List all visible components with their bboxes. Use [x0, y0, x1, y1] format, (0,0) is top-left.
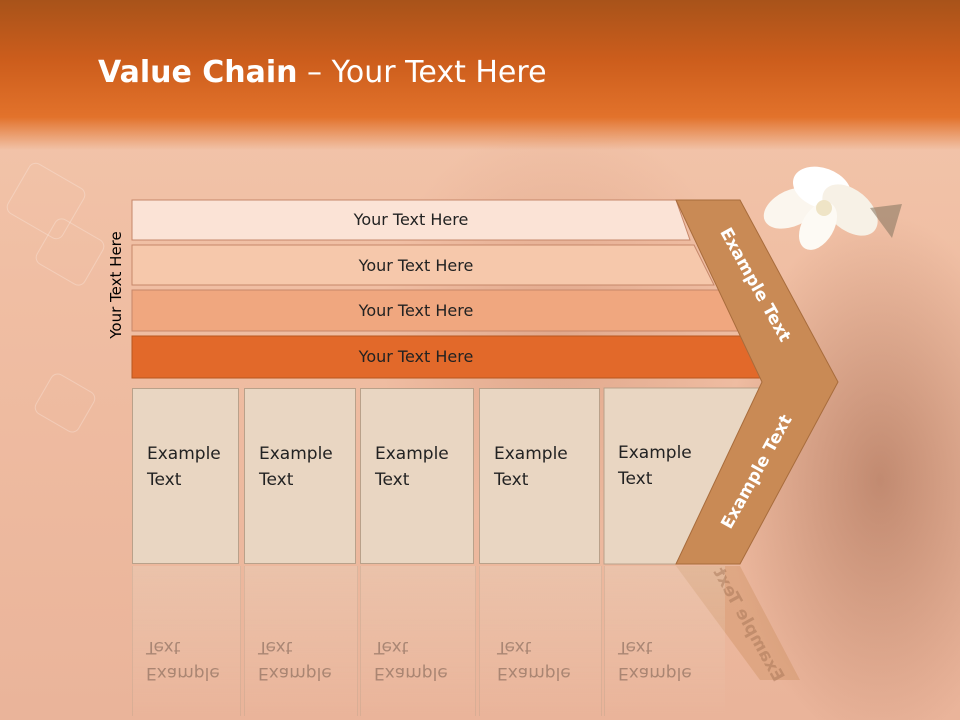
reflection-3-line2: Text [374, 637, 409, 657]
value-bar-1: Your Text Here [132, 200, 690, 239]
box-4-line1: Example [494, 444, 568, 464]
value-bar-4: Your Text Here [132, 337, 700, 376]
title-rest: – Your Text Here [297, 55, 547, 90]
reflection-text-5: Example Text [618, 634, 692, 686]
bar-label-1: Your Text Here [353, 210, 469, 229]
box-3-line2: Text [375, 470, 410, 490]
box-5-line2: Text [618, 469, 653, 489]
box-1-line1: Example [147, 444, 221, 464]
flower-decoration [763, 166, 902, 250]
box-2-line1: Example [259, 444, 333, 464]
chevron-shape [675, 199, 839, 565]
reflection-4-line1: Example [497, 663, 571, 683]
reflection-box-1 [132, 566, 241, 716]
reflection-box-2 [244, 566, 358, 716]
reflection-5-line1: Example [618, 663, 692, 683]
box-2-line2: Text [259, 470, 294, 490]
box-5-line1: Example [618, 443, 692, 463]
reflection-text-2: Example Text [258, 634, 332, 686]
reflection-2-line1: Example [258, 663, 332, 683]
reflection-text-1: Example Text [146, 634, 220, 686]
reflection-box-3 [360, 566, 476, 716]
reflection-box-5 [604, 566, 725, 716]
reflection-text-4: Example Text [497, 634, 571, 686]
bar-label-2: Your Text Here [358, 256, 474, 275]
reflection-5-line2: Text [618, 637, 653, 657]
reflection-4-line2: Text [497, 637, 532, 657]
reflection-1-line2: Text [146, 637, 181, 657]
chevron-reflection [676, 566, 800, 680]
reflection-text-3: Example Text [374, 634, 448, 686]
bar-label-4: Your Text Here [358, 347, 474, 366]
title-bold: Value Chain [98, 55, 298, 90]
bar-shape-1 [131, 199, 691, 241]
reflection-area: Example Text Example Text Example Text Exam… [0, 566, 960, 716]
bar-shape-2 [131, 244, 715, 286]
reflection-2-line2: Text [258, 637, 293, 657]
slide-header [0, 0, 960, 150]
reflection-1-line1: Example [146, 663, 220, 683]
reflection-box-4 [479, 566, 602, 716]
box-1-line2: Text [147, 470, 182, 490]
reflection-3-line1: Example [374, 663, 448, 683]
value-bar-3: Your Text Here [132, 291, 700, 330]
box-4-line2: Text [494, 470, 529, 490]
value-bar-2: Your Text Here [132, 246, 700, 285]
box-3-line1: Example [375, 444, 449, 464]
bar-label-3: Your Text Here [358, 301, 474, 320]
slide-title: Value Chain – Your Text Here [98, 55, 547, 90]
